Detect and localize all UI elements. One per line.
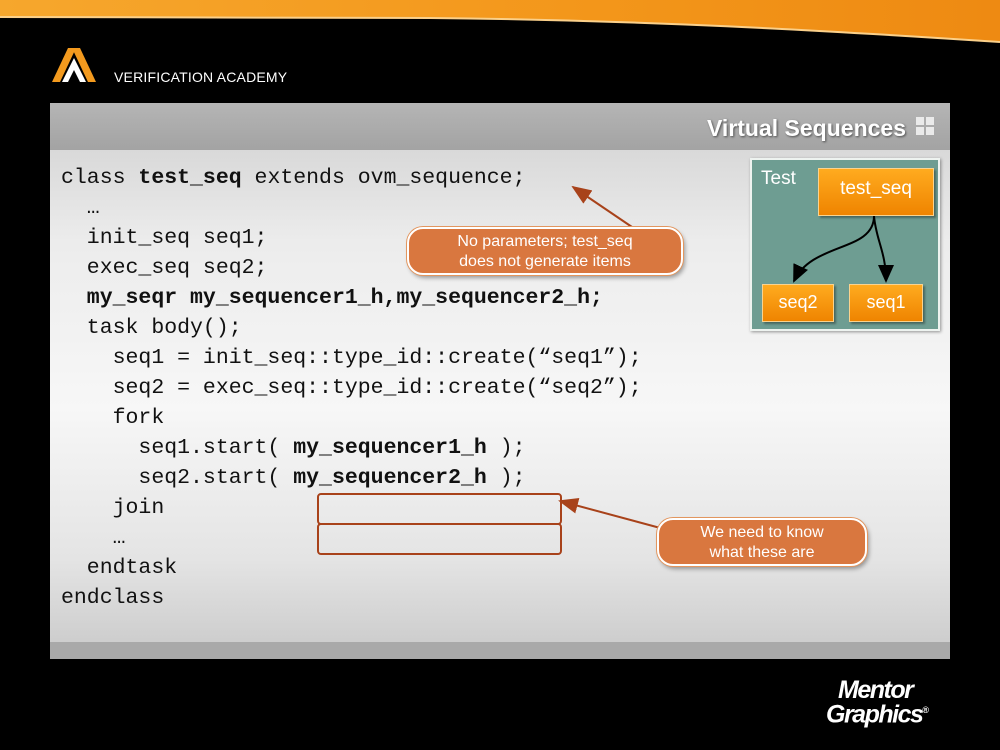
- diagram-node-seq2: seq2: [762, 284, 834, 322]
- bottom-bar: [50, 642, 950, 659]
- callout-need-to-know-line1: We need to know: [700, 524, 824, 541]
- arrow-to-seq2: [793, 215, 875, 283]
- code-line: seq2 = exec_seq::type_id::create(“seq2”)…: [61, 373, 642, 403]
- code-token: my_sequencer2_h: [293, 466, 487, 490]
- code-token: seq2 = exec_seq::type_id::create(“seq2”)…: [61, 376, 642, 400]
- code-line: seq1.start( my_sequencer1_h );: [61, 433, 642, 463]
- callout-need-to-know: We need to know what these are: [657, 518, 867, 566]
- code-token: init_seq seq1;: [61, 226, 268, 250]
- academy-label: VERIFICATION ACADEMY: [114, 69, 288, 85]
- verification-academy-logo-icon: [52, 48, 96, 82]
- code-line: exec_seq seq2;: [61, 253, 642, 283]
- code-token: endclass: [61, 586, 165, 610]
- code-line: join: [61, 493, 642, 523]
- mentor-graphics-logo: Mentor Graphics®: [826, 676, 929, 727]
- code-token: my_seqr my_sequencer1_h,my_sequencer2_h;: [61, 286, 603, 310]
- code-line: seq2.start( my_sequencer2_h );: [61, 463, 642, 493]
- diagram-arrows: [793, 215, 894, 283]
- code-token: );: [486, 466, 526, 490]
- code-token: endtask: [61, 556, 178, 580]
- diagram-test-label: Test: [761, 168, 796, 189]
- test-hierarchy-diagram: Test test_seq seq2 seq1: [750, 158, 940, 331]
- code-token: );: [486, 436, 526, 460]
- code-line: endtask: [61, 553, 642, 583]
- code-line: my_seqr my_sequencer1_h,my_sequencer2_h;: [61, 283, 642, 313]
- code-line: fork: [61, 403, 642, 433]
- callout-need-to-know-line2: what these are: [709, 544, 815, 561]
- code-token: my_sequencer1_h: [293, 436, 487, 460]
- code-token: …: [61, 196, 100, 220]
- callout-no-parameters-line1: No parameters; test_seq: [457, 233, 633, 250]
- arrow-to-seq1: [873, 215, 894, 283]
- code-token: …: [61, 526, 126, 550]
- registered-mark: ®: [922, 705, 929, 715]
- callout-no-parameters-line2: does not generate items: [459, 253, 631, 270]
- code-token: extends ovm_sequence;: [241, 166, 526, 190]
- code-token: join: [61, 496, 165, 520]
- code-line: endclass: [61, 583, 642, 613]
- diagram-node-seq1: seq1: [849, 284, 923, 322]
- code-token: seq2.start(: [61, 466, 294, 490]
- code-line: …: [61, 523, 642, 553]
- slide-panel: Virtual Sequences class test_seq extends…: [50, 103, 950, 659]
- code-line: …: [61, 193, 642, 223]
- code-line: task body();: [61, 313, 642, 343]
- title-bar: Virtual Sequences: [50, 103, 950, 150]
- code-line: seq1 = init_seq::type_id::create(“seq1”)…: [61, 343, 642, 373]
- mentor-logo-word: Graphics: [826, 700, 924, 729]
- code-line: init_seq seq1;: [61, 223, 642, 253]
- diagram-node-test-seq: test_seq: [818, 168, 934, 216]
- mentor-logo-line2: Graphics®: [826, 700, 929, 727]
- grid-squares-icon: [916, 117, 934, 135]
- code-line: class test_seq extends ovm_sequence;: [61, 163, 642, 193]
- code-listing: class test_seq extends ovm_sequence; … i…: [61, 163, 642, 613]
- callout-no-parameters: No parameters; test_seq does not generat…: [407, 227, 683, 275]
- code-token: class: [61, 166, 139, 190]
- code-token: exec_seq seq2;: [61, 256, 268, 280]
- slide-title: Virtual Sequences: [707, 115, 906, 141]
- code-token: seq1.start(: [61, 436, 294, 460]
- top-orange-swoosh: [0, 0, 1000, 43]
- code-token: test_seq: [138, 166, 242, 190]
- mentor-logo-line1: Mentor: [838, 676, 914, 704]
- code-token: seq1 = init_seq::type_id::create(“seq1”)…: [61, 346, 642, 370]
- code-token: task body();: [61, 316, 242, 340]
- code-token: fork: [61, 406, 165, 430]
